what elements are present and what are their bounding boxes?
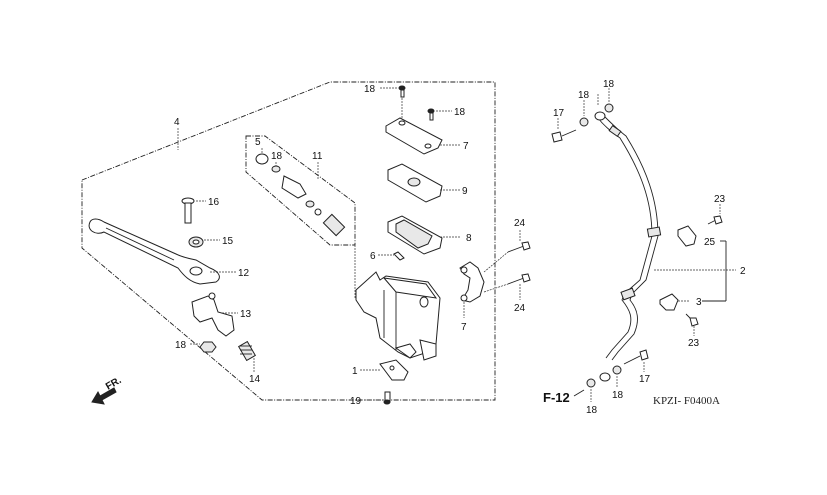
callout-23b: 23 xyxy=(688,338,700,349)
callout-5: 5 xyxy=(255,137,261,148)
callout-12: 12 xyxy=(238,268,250,279)
callout-18d: 18 xyxy=(586,405,598,416)
reference-label[interactable]: F-12 xyxy=(543,390,570,405)
callout-6: 6 xyxy=(370,251,376,262)
callout-18b: 18 xyxy=(603,79,615,90)
bolt-24b xyxy=(507,273,531,285)
clamp-25 xyxy=(677,225,697,247)
diaphragm xyxy=(387,163,443,203)
callout-25: 25 xyxy=(704,237,716,248)
oil-bolt-17a xyxy=(551,129,577,143)
washer-18b xyxy=(604,103,614,113)
callout-4: 4 xyxy=(174,117,180,128)
nut xyxy=(199,341,217,353)
callout-11: 11 xyxy=(312,151,323,162)
callout-8: 7 xyxy=(461,322,467,333)
lever-spring xyxy=(188,236,204,248)
bolt-23b xyxy=(685,313,699,327)
washer-18a xyxy=(579,117,589,127)
callout-15: 15 xyxy=(222,236,234,247)
screw-20b xyxy=(427,108,435,121)
screw-21 xyxy=(383,391,391,405)
pivot-bolt xyxy=(181,197,195,224)
washer-18d xyxy=(612,365,622,375)
callout-24a: 24 xyxy=(514,218,526,229)
callout-24b: 24 xyxy=(514,303,526,314)
callout-17b: 17 xyxy=(639,374,651,385)
reservoir-plate xyxy=(387,215,443,255)
screw-20a xyxy=(398,85,406,118)
callout-22: 18 xyxy=(175,340,187,351)
callout-1: 1 xyxy=(352,366,358,377)
reservoir-cap xyxy=(385,117,443,155)
callout-20b: 18 xyxy=(454,107,466,118)
callout-2: 2 xyxy=(740,266,746,277)
callout-7: 7 xyxy=(463,141,469,152)
master-cylinder-body xyxy=(355,271,441,361)
callout-20a: 18 xyxy=(364,84,376,95)
oil-bolt-17b xyxy=(623,349,649,365)
callout-10: 9 xyxy=(462,186,468,197)
bolt-23a xyxy=(707,215,723,225)
front-direction-arrow xyxy=(91,387,117,405)
callout-13: 13 xyxy=(240,309,252,320)
lever-bracket xyxy=(191,292,235,337)
brake-lever xyxy=(88,218,220,285)
callout-18a: 18 xyxy=(578,90,590,101)
callout-23a: 23 xyxy=(714,194,726,205)
assembly-outline xyxy=(81,81,496,401)
diagram-code: KPZI- F0400A xyxy=(653,395,720,407)
holder xyxy=(459,251,509,303)
spring xyxy=(237,340,257,362)
callout-3: 3 xyxy=(696,297,702,308)
washer-18c xyxy=(586,378,596,388)
callout-18c: 18 xyxy=(612,390,624,401)
callout-9: 8 xyxy=(466,233,472,244)
brake-hose xyxy=(594,111,662,382)
clamp-3 xyxy=(659,293,679,311)
callout-17a: 17 xyxy=(553,108,565,119)
callout-19: 18 xyxy=(271,151,283,162)
callout-14: 14 xyxy=(249,374,261,385)
bolt-24a xyxy=(507,241,531,253)
direction-label: FR. xyxy=(104,375,124,393)
callout-21: 19 xyxy=(350,396,362,407)
screw-6 xyxy=(393,251,405,261)
brake-switch xyxy=(379,359,409,381)
callout-16: 16 xyxy=(208,197,220,208)
piston-parts xyxy=(255,153,346,237)
